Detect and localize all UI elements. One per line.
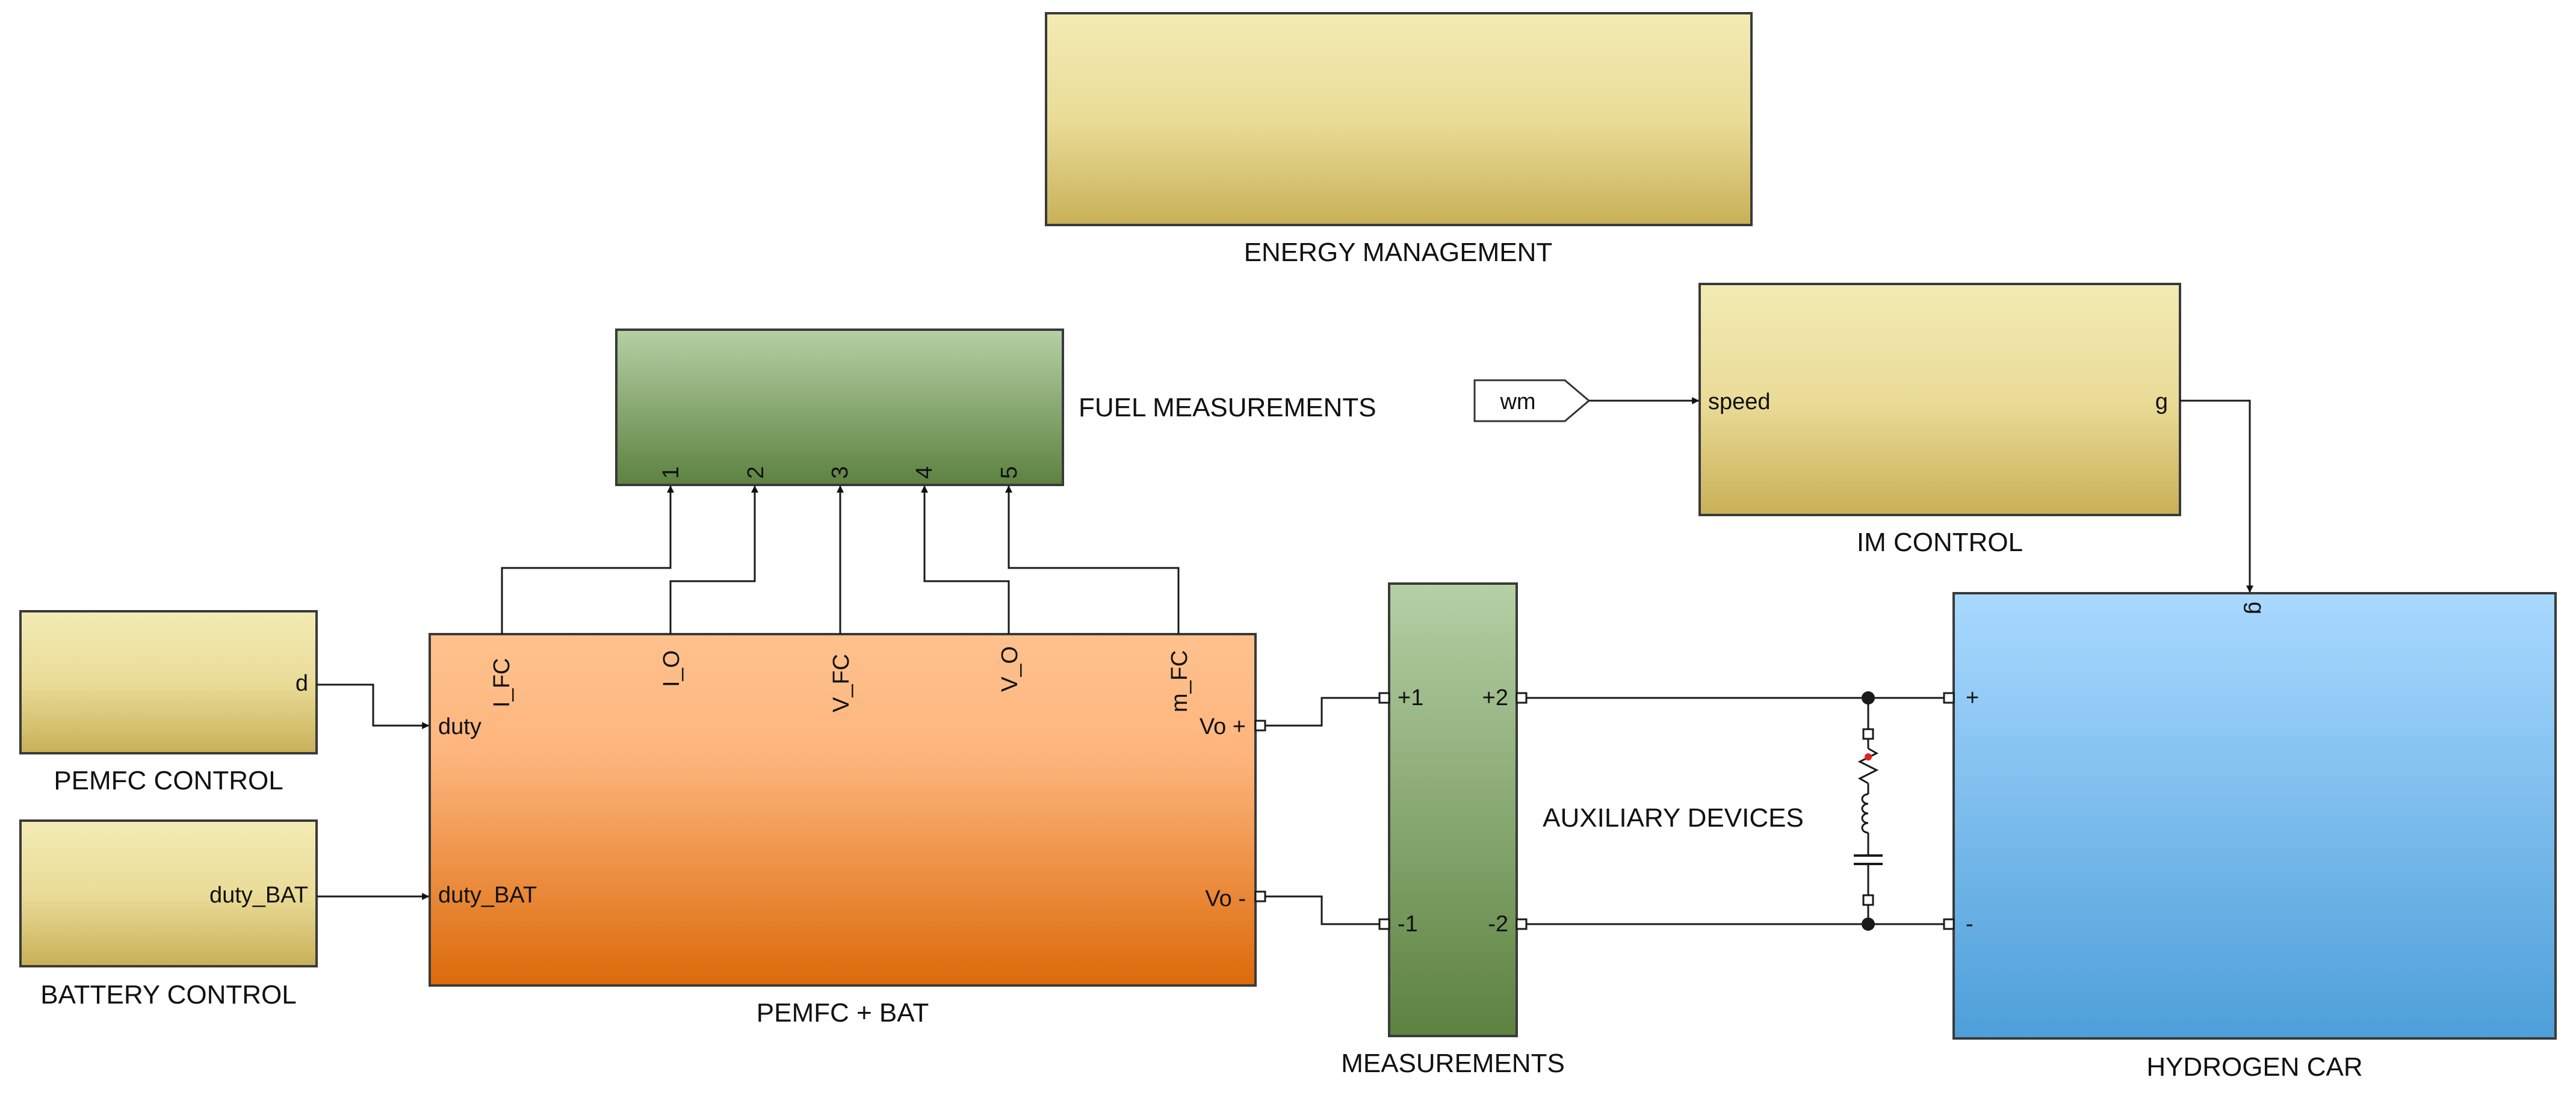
pemfc-control-block[interactable] bbox=[19, 610, 318, 754]
wire-d-to-duty bbox=[317, 683, 430, 729]
wire-v-o-to-4 bbox=[921, 485, 1010, 634]
wm-from-tag[interactable] bbox=[1473, 379, 1591, 422]
wire-i-fc-to-1 bbox=[501, 485, 674, 634]
measurements-port-plus2: +2 bbox=[1482, 685, 1508, 711]
port-car-minus bbox=[1943, 918, 1955, 930]
wire-vo-plus-to-plus1 bbox=[1265, 697, 1379, 727]
energy-management-label: ENERGY MANAGEMENT bbox=[1244, 238, 1553, 267]
port-car-plus bbox=[1943, 692, 1955, 704]
hydrogen-car-port-plus: + bbox=[1966, 685, 1979, 711]
hydrogen-car-input-g: g bbox=[2243, 602, 2268, 614]
wire-i-o-to-2 bbox=[669, 485, 758, 634]
pemfc-bat-output-i-o: I_O bbox=[659, 650, 684, 687]
measurements-port-plus1: +1 bbox=[1398, 685, 1423, 711]
fuel-input-5: 5 bbox=[997, 466, 1022, 479]
im-control-input-speed: speed bbox=[1708, 389, 1771, 415]
pemfc-bat-output-m-fc: m_FC bbox=[1167, 650, 1192, 712]
energy-management-block[interactable] bbox=[1045, 12, 1753, 226]
wire-g-to-car bbox=[2180, 399, 2253, 593]
fuel-input-2: 2 bbox=[743, 466, 769, 479]
measurements-label: MEASUREMENTS bbox=[1341, 1049, 1565, 1078]
electrical-wires bbox=[1265, 691, 1944, 931]
battery-control-output-duty-bat: duty_BAT bbox=[209, 883, 308, 908]
port-meas-minus2 bbox=[1516, 918, 1528, 930]
im-control-label: IM CONTROL bbox=[1857, 528, 2023, 557]
signal-wires bbox=[317, 397, 2253, 900]
im-control-block[interactable] bbox=[1698, 283, 2181, 516]
hydrogen-car-label: HYDROGEN CAR bbox=[2146, 1052, 2362, 1082]
pemfc-control-label: PEMFC CONTROL bbox=[54, 766, 283, 795]
im-control-output-g: g bbox=[2155, 389, 2168, 415]
port-meas-plus1 bbox=[1378, 692, 1390, 704]
fuel-measurements-block[interactable] bbox=[615, 328, 1064, 486]
junction-top bbox=[1862, 691, 1875, 705]
battery-control-block[interactable] bbox=[19, 819, 318, 967]
auxiliary-devices-label: AUXILIARY DEVICES bbox=[1543, 803, 1804, 833]
fuel-input-1: 1 bbox=[658, 466, 684, 479]
wire-m-fc-to-5 bbox=[1005, 485, 1180, 634]
pemfc-control-output-d: d bbox=[296, 671, 308, 696]
port-meas-minus1 bbox=[1378, 918, 1390, 930]
pemfc-bat-label: PEMFC + BAT bbox=[757, 998, 929, 1028]
inductor-icon bbox=[1861, 793, 1869, 834]
physical-ports bbox=[1254, 692, 1955, 930]
fuel-measurements-label: FUEL MEASUREMENTS bbox=[1079, 393, 1376, 422]
measurements-port-minus2: -2 bbox=[1488, 911, 1508, 937]
pemfc-bat-block[interactable] bbox=[429, 633, 1257, 987]
wire-vo-minus-to-minus1 bbox=[1265, 895, 1379, 925]
fuel-input-4: 4 bbox=[912, 466, 937, 479]
port-vo-minus bbox=[1254, 890, 1266, 902]
pemfc-bat-output-v-o: V_O bbox=[997, 646, 1023, 692]
hydrogen-car-port-minus: - bbox=[1966, 911, 1974, 937]
auxiliary-devices-rlc-branch[interactable] bbox=[1854, 698, 1883, 924]
pemfc-bat-output-v-fc: V_FC bbox=[829, 654, 854, 712]
wm-tag-label: wm bbox=[1499, 389, 1535, 415]
resistor-icon bbox=[1857, 747, 1879, 785]
junction-bottom bbox=[1862, 918, 1875, 931]
rlc-indicator-dot bbox=[1865, 753, 1872, 760]
fuel-input-3: 3 bbox=[828, 466, 853, 479]
measurements-port-minus1: -1 bbox=[1398, 911, 1418, 937]
pemfc-bat-vo-minus: Vo - bbox=[1205, 886, 1246, 911]
hydrogen-car-block[interactable] bbox=[1952, 592, 2557, 1040]
pemfc-bat-input-duty: duty bbox=[438, 714, 481, 739]
port-vo-plus bbox=[1254, 720, 1266, 732]
pemfc-bat-output-i-fc: I_FC bbox=[489, 658, 515, 708]
battery-control-label: BATTERY CONTROL bbox=[40, 980, 296, 1010]
port-meas-plus2 bbox=[1516, 692, 1528, 704]
measurements-block[interactable] bbox=[1388, 582, 1518, 1037]
pemfc-bat-input-duty-bat: duty_BAT bbox=[438, 883, 537, 908]
pemfc-bat-vo-plus: Vo + bbox=[1200, 714, 1246, 739]
